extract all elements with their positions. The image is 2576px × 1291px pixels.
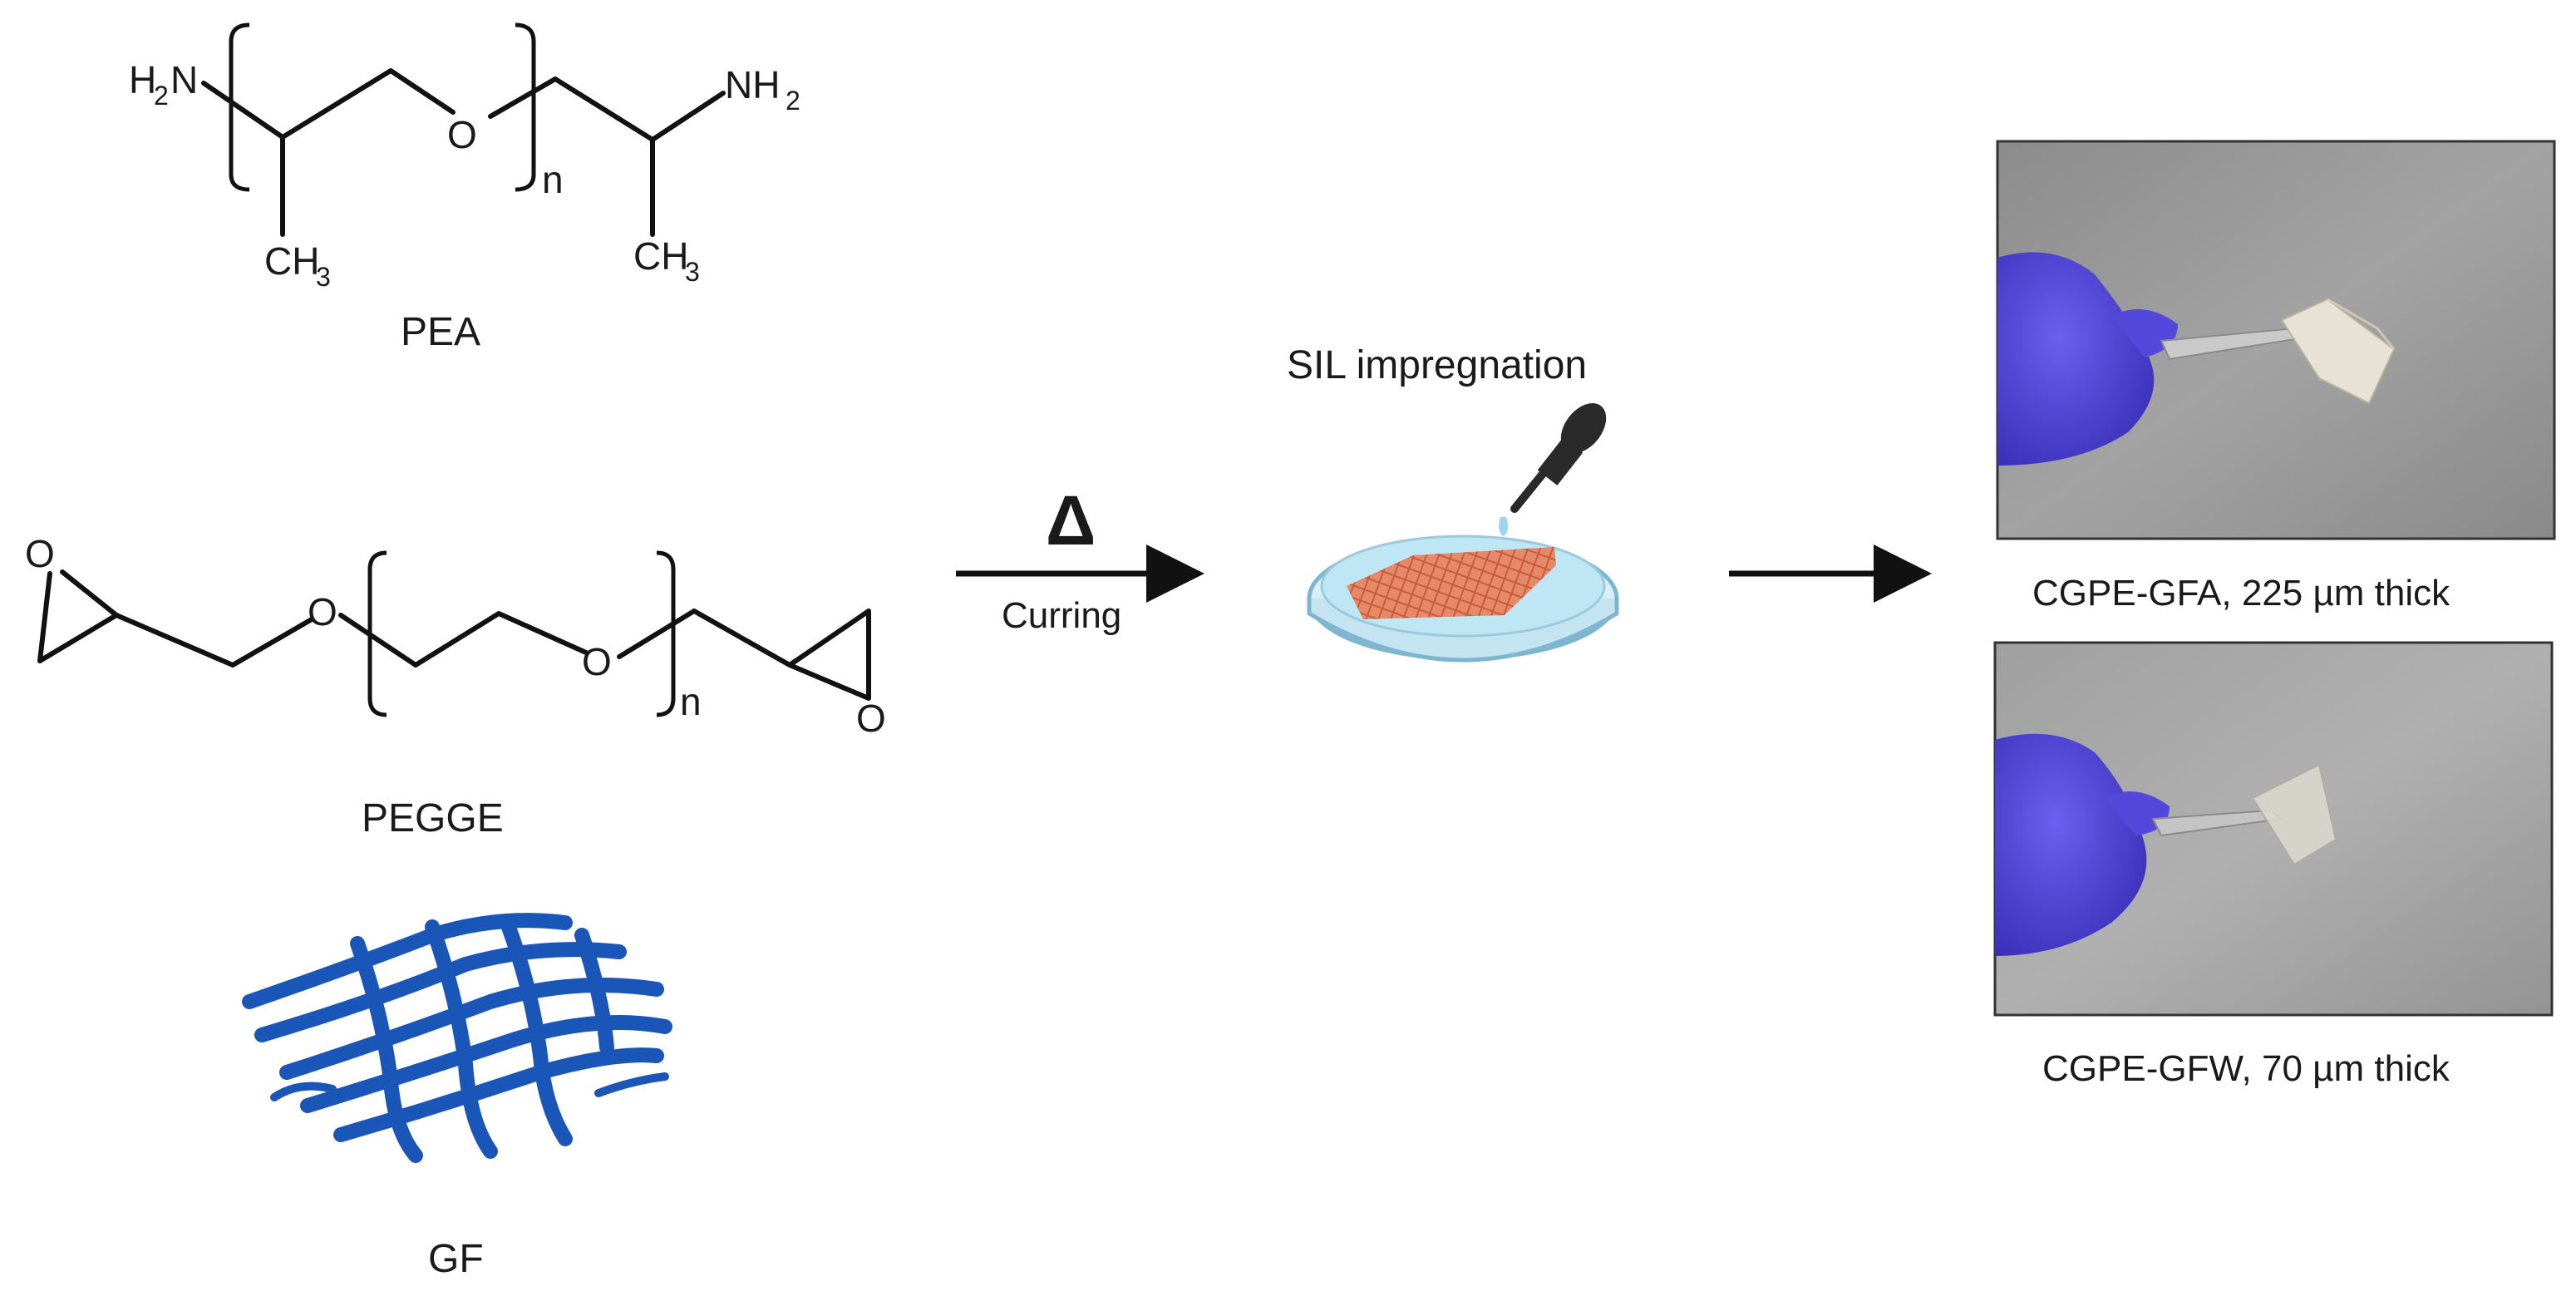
pea-methyl-left-sub: 3 xyxy=(316,262,331,292)
pea-structure: H 2 N O n NH 2 CH 3 CH 3 PEA xyxy=(129,22,800,354)
pegge-linker-left xyxy=(114,613,314,668)
pea-end-chain-bond xyxy=(553,76,726,142)
membrane-sample xyxy=(2280,298,2396,405)
pea-label: PEA xyxy=(401,310,480,354)
dropper-icon xyxy=(1499,402,1607,536)
pegge-label: PEGGE xyxy=(362,796,504,840)
pea-oxygen-atom: O xyxy=(447,113,477,156)
glove-icon-2 xyxy=(1995,733,2147,956)
pea-o-bond xyxy=(488,76,558,119)
pea-methyl-right-sub: 3 xyxy=(685,257,700,287)
pea-nh-atom: NH xyxy=(725,63,780,106)
membrane-sample-2 xyxy=(2251,763,2337,866)
pegge-ether-bond-right xyxy=(617,609,697,659)
petri-dish-icon xyxy=(1307,535,1619,663)
curing-step: Δ Curring xyxy=(956,481,1204,636)
pea-methyl-right: CH xyxy=(633,234,688,278)
sil-impregnation-label: SIL impregnation xyxy=(1287,343,1587,387)
pea-chain-bond xyxy=(201,68,456,140)
curing-label: Curring xyxy=(1002,595,1121,636)
pegge-epoxide-right-o: O xyxy=(856,697,886,740)
product-photo-gfw xyxy=(1993,641,2554,1017)
sil-impregnation-step: SIL impregnation xyxy=(1287,343,1619,663)
pegge-structure: O O O n O PEGGE xyxy=(25,532,886,840)
glove-icon xyxy=(1997,252,2155,466)
pegge-epoxide-left-ring xyxy=(37,569,119,663)
pegge-repeat-chain xyxy=(413,611,589,668)
pegge-epoxide-left-o: O xyxy=(25,532,55,575)
gf-label: GF xyxy=(428,1237,484,1281)
pea-nh-subscript: 2 xyxy=(786,86,800,116)
product-photo-gfa xyxy=(1996,140,2556,540)
pea-repeat-n: n xyxy=(542,158,564,201)
pegge-repeat-n: n xyxy=(680,680,702,723)
pegge-right-bracket xyxy=(656,550,676,717)
heat-symbol: Δ xyxy=(1046,481,1096,559)
pegge-ether-o-left: O xyxy=(308,590,337,633)
pea-h-atom: H xyxy=(129,58,156,101)
pegge-epoxide-right-ring xyxy=(692,609,871,701)
glass-fabric-icon xyxy=(242,913,672,1163)
product-caption-gfw: CGPE-GFW, 70 µm thick xyxy=(2042,1048,2450,1089)
membrane-sheet xyxy=(1347,547,1556,619)
pea-methyl-left: CH xyxy=(264,239,319,283)
pea-left-bracket xyxy=(229,22,250,192)
pea-right-bracket xyxy=(515,22,536,192)
pea-h-subscript: 2 xyxy=(154,81,169,111)
pegge-ether-o-repeat: O xyxy=(582,640,612,683)
pegge-ether-bond-left xyxy=(338,613,418,668)
product-caption-gfa: CGPE-GFA, 225 µm thick xyxy=(2032,573,2450,613)
pegge-left-bracket xyxy=(367,550,387,717)
pea-n-atom: N xyxy=(170,58,198,101)
